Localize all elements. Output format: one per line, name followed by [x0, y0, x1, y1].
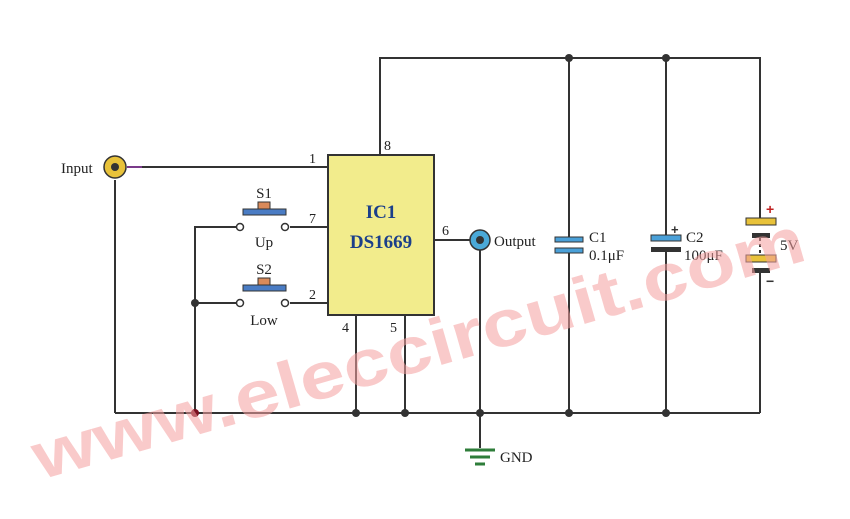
junction-dot — [565, 409, 573, 417]
s1-label: Up — [255, 235, 273, 251]
ground-symbol: GND — [465, 448, 533, 466]
battery-cell-icon — [752, 268, 770, 273]
ic-body — [327, 154, 435, 316]
c2-plus-sign: + — [671, 222, 679, 237]
pushbutton-bar-icon — [242, 284, 287, 292]
battery-plus-sign: + — [766, 201, 774, 217]
junction-dot — [191, 299, 199, 307]
ic-part: DS1669 — [350, 232, 412, 253]
battery-5v: + − 5V — [745, 201, 799, 289]
switch-common-wire — [194, 226, 236, 413]
c1-ref: C1 — [589, 230, 607, 246]
junction-dot — [352, 409, 360, 417]
pin-label-5: 5 — [390, 321, 397, 336]
battery-cell-icon — [745, 254, 777, 263]
pin-numbers: 1 8 7 6 2 4 5 — [309, 139, 449, 336]
junction-dot — [662, 409, 670, 417]
switch-contact-icon — [280, 298, 290, 308]
pin-label-7: 7 — [309, 212, 316, 227]
s2-ref: S2 — [256, 262, 272, 278]
pin-label-4: 4 — [342, 321, 349, 336]
wires — [114, 57, 761, 448]
output-label: Output — [494, 234, 537, 250]
switch-s1: S1 Up — [235, 186, 290, 251]
capacitor-plate-icon — [554, 247, 584, 254]
input-jack-center — [111, 163, 119, 171]
junction-dot — [401, 409, 409, 417]
switch-contact-icon — [235, 222, 245, 232]
input-jack: Input — [61, 155, 142, 179]
junction-dot — [476, 409, 484, 417]
s1-ref: S1 — [256, 186, 272, 202]
input-label: Input — [61, 161, 93, 177]
switch-s2: S2 Low — [235, 262, 290, 329]
gnd-label: GND — [500, 450, 533, 466]
junctions — [191, 54, 670, 417]
pin-label-1: 1 — [309, 152, 316, 167]
c1-value: 0.1μF — [589, 248, 624, 264]
pushbutton-cap-icon — [257, 277, 271, 286]
pin-label-8: 8 — [384, 139, 391, 154]
ic1: IC1 DS1669 — [327, 154, 435, 316]
capacitor-c2: + C2 100μF — [650, 222, 723, 264]
pin-label-6: 6 — [442, 224, 449, 239]
battery-value: 5V — [780, 238, 799, 254]
output-jack-center — [476, 236, 484, 244]
switch-contact-icon — [235, 298, 245, 308]
c2-ref: C2 — [686, 230, 704, 246]
capacitor-plate-icon — [554, 236, 584, 243]
battery-cell-icon — [745, 217, 777, 226]
capacitor-negative-plate-icon — [651, 247, 681, 252]
c2-value: 100μF — [684, 248, 723, 264]
ic-name: IC1 — [366, 202, 397, 223]
battery-minus-sign: − — [766, 273, 774, 289]
switch-contact-icon — [280, 222, 290, 232]
pushbutton-bar-icon — [242, 208, 287, 216]
capacitor-c1: C1 0.1μF — [554, 230, 624, 264]
junction-dot — [662, 54, 670, 62]
pushbutton-cap-icon — [257, 201, 271, 210]
junction-dot — [191, 409, 199, 417]
battery-cell-icon — [752, 233, 770, 238]
s2-label: Low — [250, 313, 278, 329]
output-jack: Output — [469, 229, 537, 251]
capacitor-plate-icon — [650, 234, 682, 242]
junction-dot — [565, 54, 573, 62]
pin-label-2: 2 — [309, 288, 316, 303]
